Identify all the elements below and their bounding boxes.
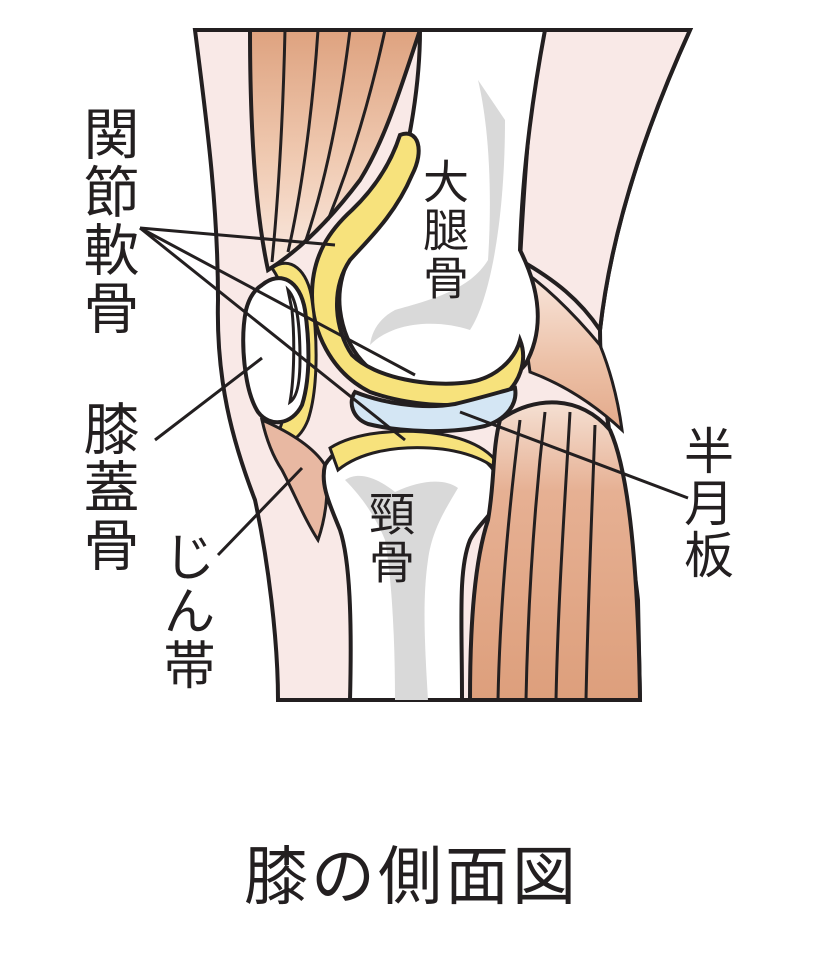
meniscus-leader [459,410,689,500]
patella-marrow [285,285,302,406]
calf-fibers [496,411,597,701]
tibia-marrow [345,475,458,700]
fat-pad [259,417,329,544]
label-tibia: 頸骨 [362,490,416,586]
ligament-leader [216,466,304,557]
cartilage-leader-upper [139,226,336,247]
cartilage-leader-middle [139,226,416,377]
quadriceps-fibers [270,29,387,263]
label-ligament: じん帯 [154,530,214,692]
label-meniscus: 半月板 [676,425,734,581]
label-articular-cartilage: 関節軟骨 [74,105,139,337]
femur-marrow [370,80,505,345]
patella-leader [154,356,263,442]
femur-cartilage [309,131,526,408]
diagram-title: 膝の側面図 [244,841,579,915]
label-femur: 大腿骨 [416,158,470,302]
cartilage-leader-lower [139,226,406,442]
label-patella: 膝蓋骨 [74,400,139,574]
leader-lines [139,226,689,557]
meniscus [349,385,518,434]
